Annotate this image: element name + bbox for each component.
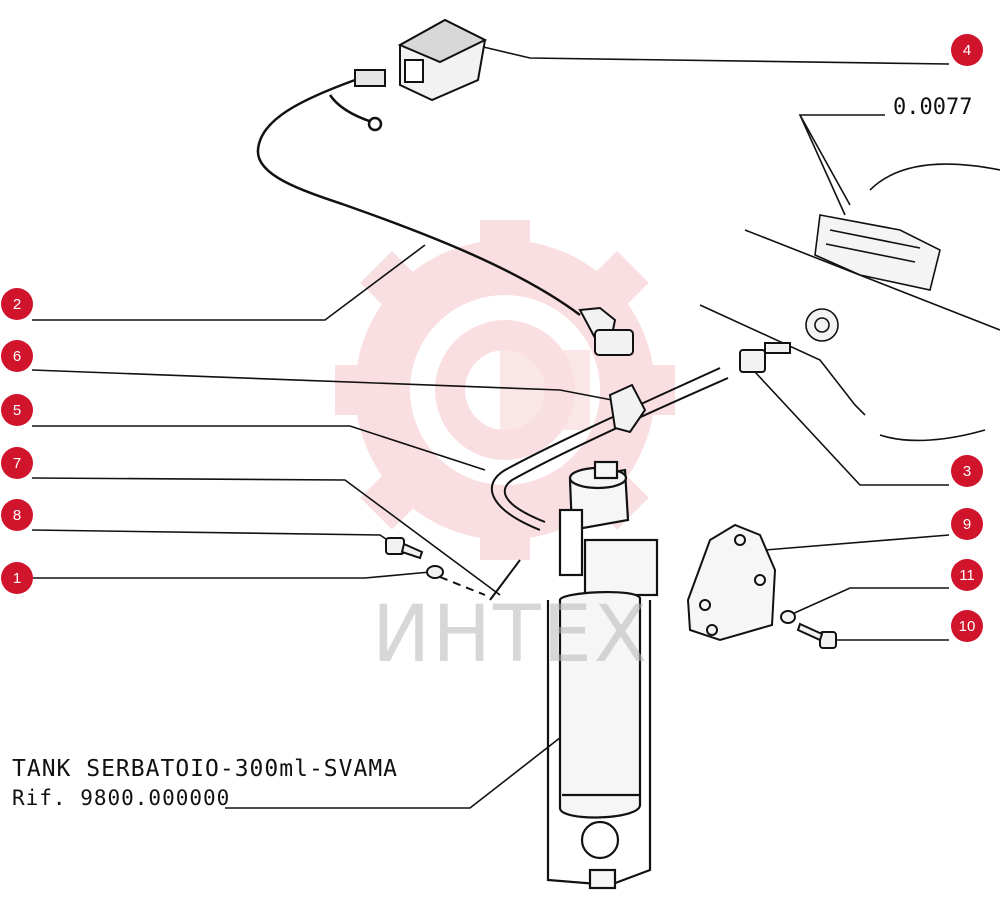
engine-fragment: [699, 163, 1000, 442]
fasteners: [385, 537, 837, 649]
reference-code: 0.0077: [893, 95, 973, 120]
leader-8: [31, 529, 396, 546]
callout-9: 9: [951, 508, 983, 540]
leader-4: [474, 44, 950, 65]
callout-4: 4: [951, 34, 983, 66]
leader-3: [754, 371, 949, 486]
callout-5: 5: [1, 394, 33, 426]
callout-3: 3: [951, 455, 983, 487]
callout-6: 6: [1, 340, 33, 372]
leader-6: [31, 369, 613, 401]
tank-title: TANK SERBATOIO-300ml-SVAMA: [12, 756, 399, 782]
leader-9: [764, 534, 950, 551]
leader-1: [32, 571, 431, 579]
tank-ref: Rif. 9800.000000: [12, 786, 231, 810]
callout-7: 7: [1, 447, 33, 479]
leader-code: [798, 114, 885, 206]
connector-cap: [578, 306, 634, 356]
leader-5: [32, 425, 486, 471]
leader-ref: [225, 729, 571, 809]
callout-10: 10: [951, 610, 983, 642]
callout-11: 11: [951, 559, 983, 591]
leader-11: [789, 587, 949, 616]
watermark-text: ИНТЕХ: [372, 590, 650, 680]
callout-2: 2: [1, 288, 33, 320]
tank-assembly: [546, 460, 659, 890]
mounting-plate: [686, 523, 777, 642]
callout-1: 1: [1, 562, 33, 594]
leader-lines: [31, 44, 950, 809]
callout-8: 8: [1, 499, 33, 531]
cable: [256, 78, 581, 317]
pipe: [490, 367, 729, 531]
leader-2: [32, 244, 426, 321]
bolt-fitting: [739, 342, 791, 373]
leader-7: [31, 477, 501, 596]
clip: [608, 383, 647, 434]
switch-part: [354, 18, 488, 102]
